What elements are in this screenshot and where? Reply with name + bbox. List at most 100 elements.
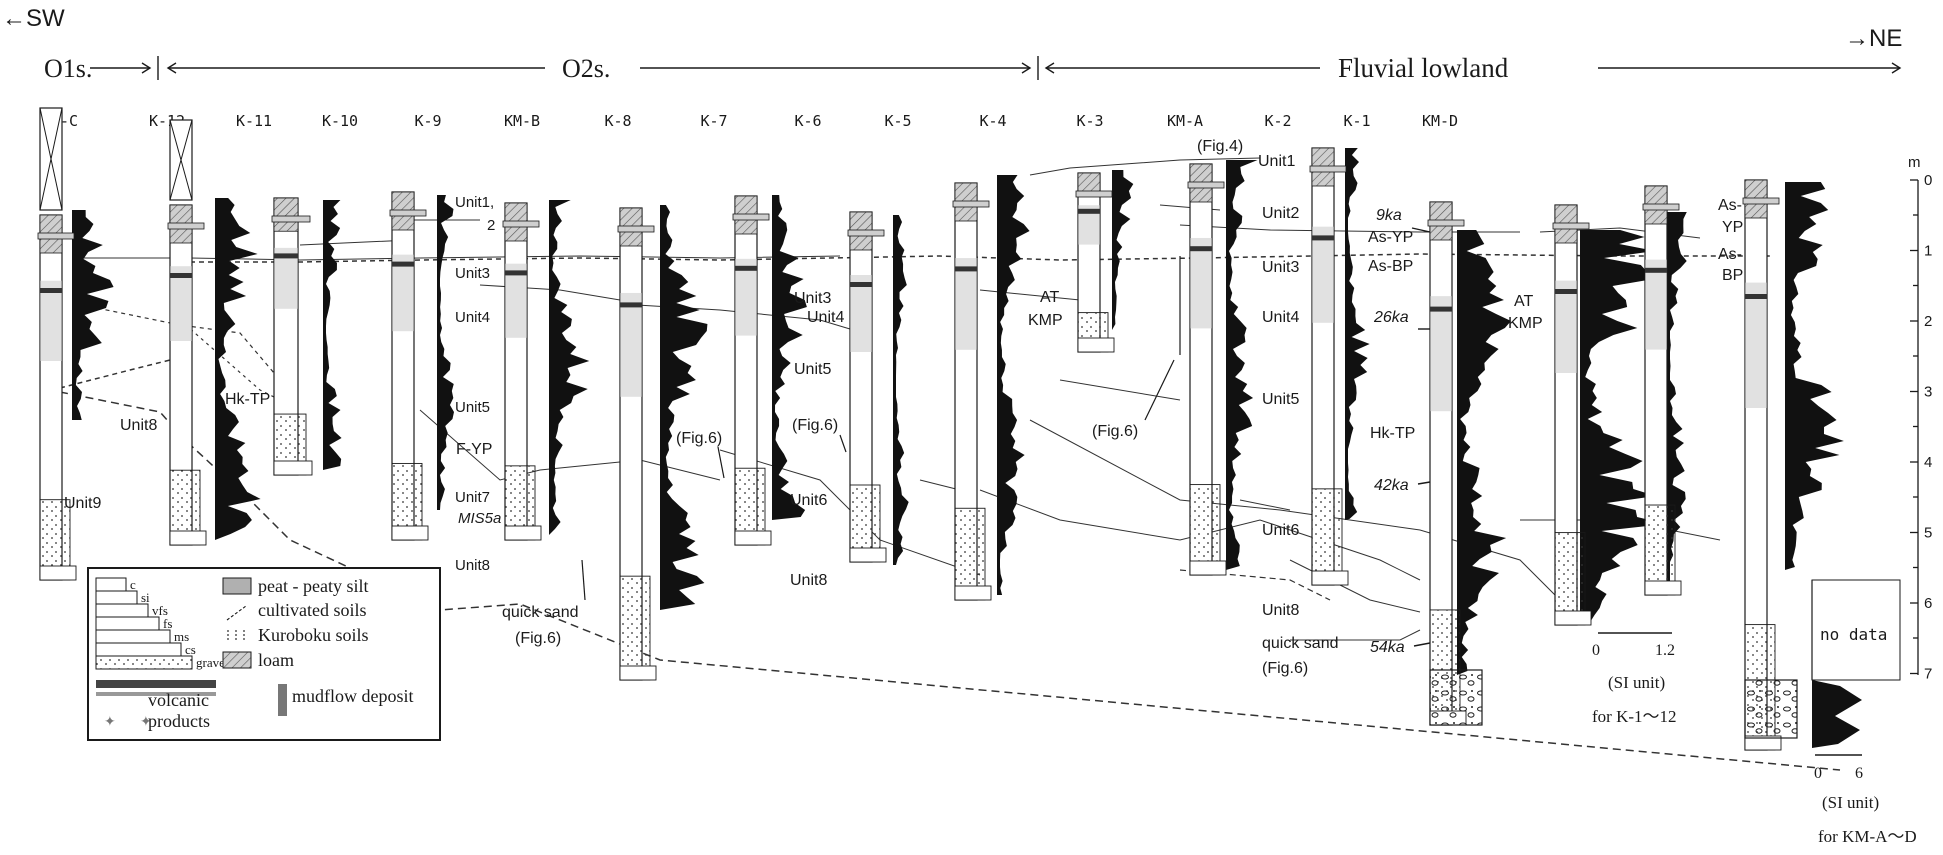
grain-label-si: si — [141, 590, 150, 605]
ms-profile-k-9 — [549, 200, 590, 535]
peat-swatch — [222, 577, 252, 595]
si-k-for: for K-1～12 — [1592, 707, 1677, 726]
age-54ka: 54ka — [1370, 639, 1405, 656]
dark-band — [1430, 306, 1452, 312]
column-log-k-9 — [502, 202, 542, 541]
column-name-k-9: K-9 — [414, 112, 441, 130]
header-arrows — [90, 56, 1902, 80]
o1s-label: O1s. — [44, 54, 92, 83]
dark-band — [274, 253, 298, 259]
gravel-base-0 — [1429, 669, 1483, 726]
grain-step-gravel — [95, 655, 193, 670]
column-log-k-11 — [271, 197, 313, 476]
column-name-k-2: K-2 — [1264, 112, 1291, 130]
tephra-band — [847, 229, 885, 237]
tephra-band — [389, 209, 427, 217]
depth-label-4: 4 — [1924, 454, 1932, 471]
fluvial-lowland-label: Fluvial lowland — [1338, 53, 1509, 83]
unit8-label: Unit8 — [120, 417, 157, 434]
unit3-label-k3: Unit3 — [1262, 259, 1299, 276]
gravel-step — [1311, 570, 1349, 586]
unit5-label-k8: Unit5 — [794, 361, 831, 378]
column-log-km-d — [1742, 179, 1782, 751]
no-core-cross-b — [39, 107, 63, 211]
unit5-label-k3: Unit5 — [1262, 391, 1299, 408]
grain-label-cs: cs — [185, 642, 196, 657]
column-log-k-1 — [1642, 185, 1682, 596]
depth-label-3: 3 — [1924, 384, 1932, 401]
bp-label-kmd: BP — [1722, 267, 1743, 284]
legend-kuroboku: Kuroboku soils — [258, 625, 369, 645]
at-label-k2: AT — [1514, 293, 1533, 310]
fig4-label: (Fig.4) — [1197, 138, 1243, 155]
column-name-k-3: K-3 — [1076, 112, 1103, 130]
sand-layer — [1189, 484, 1221, 576]
unit7-label: Unit7 — [455, 489, 490, 506]
peat-layer — [505, 263, 527, 338]
grain-step-vfs — [95, 603, 149, 618]
grain-label-ms: ms — [174, 629, 189, 644]
unit3-label-k8: Unit3 — [794, 290, 831, 307]
unit6-label-k8: Unit6 — [790, 492, 827, 509]
peat-layer — [392, 254, 414, 332]
tephra-band — [1187, 181, 1225, 189]
grain-step-si — [95, 590, 138, 605]
ms-profile-km-a — [1457, 230, 1512, 675]
column-log-km-b — [617, 207, 657, 681]
column-name-km-a: KM-A — [1167, 112, 1203, 130]
legend-cultivated: cultivated soils — [258, 600, 366, 620]
sand-layer — [1644, 504, 1676, 596]
grain-step-cs — [95, 642, 182, 657]
unit8-label-k8: Unit8 — [790, 572, 827, 589]
unit4-label-k8: Unit4 — [807, 309, 844, 326]
unit5-label-k10: Unit5 — [455, 399, 490, 416]
column-log-k-10 — [389, 191, 429, 541]
tephra-band — [37, 232, 75, 240]
tephra-band — [502, 220, 540, 228]
no-core-cross-b — [169, 119, 193, 201]
ms-profiles — [72, 148, 1901, 748]
gravel-step — [273, 460, 313, 476]
gravel-step — [1189, 560, 1227, 576]
column-name-k-1: K-1 — [1343, 112, 1370, 130]
o2s-label: O2s. — [562, 54, 610, 83]
column-name-k-11: K-11 — [236, 112, 272, 130]
mudflow-swatch — [278, 684, 287, 716]
grain-size-steps — [95, 577, 193, 670]
volcanic-swatch: ✦ ✦ — [96, 680, 216, 730]
ms-profile-km-b — [660, 205, 708, 610]
fig6-annotations: (Fig.6) (Fig.6) (Fig.6) quick sand (Fig.… — [502, 417, 1887, 677]
grain-label-gravel: gravel — [196, 655, 229, 670]
unit4-label-k10: Unit4 — [455, 309, 490, 326]
yp-label-kmd: YP — [1722, 219, 1743, 236]
si-scale-lines — [1598, 632, 1862, 756]
legend-products: products — [148, 711, 210, 731]
svg-text:✦: ✦ — [140, 715, 152, 730]
dark-band — [1078, 208, 1100, 214]
kuroboku-swatch — [227, 630, 245, 642]
ms-profile-k-2 — [1580, 230, 1666, 625]
legend-mudflow: mudflow deposit — [292, 686, 414, 706]
ms-profile-k-7 — [893, 215, 909, 565]
sand-layer — [954, 507, 986, 601]
peat-layer — [1190, 237, 1212, 329]
asyp-label-kma: As-YP — [1368, 229, 1413, 246]
sand-layer — [619, 575, 651, 681]
sand-layer — [1554, 532, 1586, 626]
dark-band — [1190, 246, 1212, 252]
fig6-label-qs2: (Fig.6) — [1262, 660, 1308, 677]
leader-lines — [581, 256, 1813, 680]
legend-loam: loam — [258, 650, 294, 670]
no-data-label: no data — [1820, 625, 1887, 644]
column-name-k-6: K-6 — [794, 112, 821, 130]
unit6-label-k3: Unit6 — [1262, 522, 1299, 539]
peat-layer — [735, 258, 757, 336]
depth-label-1: 1 — [1924, 243, 1932, 260]
column-name-k-5: K-5 — [884, 112, 911, 130]
tephra-band — [271, 215, 311, 223]
unit4-label-k3: Unit4 — [1262, 309, 1299, 326]
si-km-unit: (SI unit) — [1822, 793, 1879, 812]
ms-profile-km-c — [72, 210, 114, 420]
